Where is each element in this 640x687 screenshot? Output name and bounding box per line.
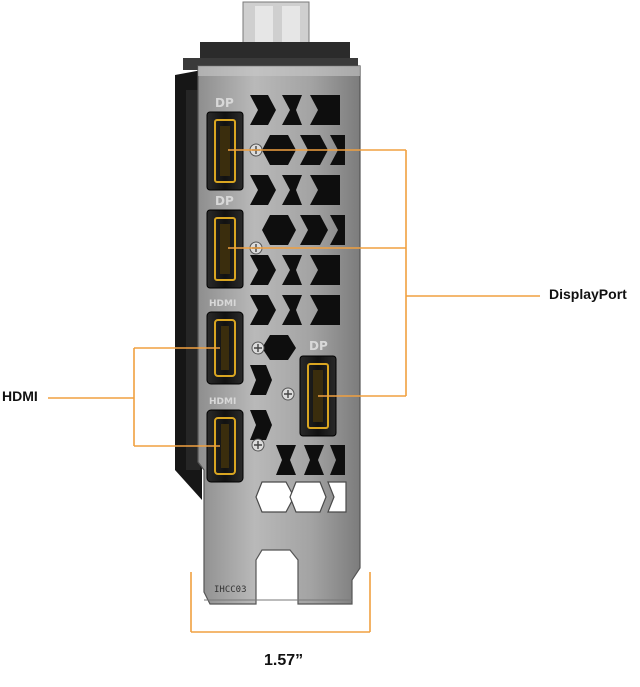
dp-mark-1: DP [215, 96, 234, 110]
hdmi-label: HDMI [2, 388, 38, 404]
displayport-leader-lines [228, 149, 540, 397]
hdmi-leader-lines [48, 347, 220, 447]
lower-vents [255, 481, 347, 513]
top-clip [183, 1, 358, 70]
width-dimension-line [190, 572, 371, 633]
hdmi-mark-2: HDMI [209, 397, 236, 407]
bracket-width-label: 1.57” [264, 652, 304, 669]
hdmi-mark-1: HDMI [209, 299, 236, 309]
hdmi-port-2 [206, 409, 265, 483]
vent-holes [250, 95, 345, 475]
bracket-code: IHCC03 [214, 585, 247, 595]
displayport-label: DisplayPort [549, 286, 627, 302]
dp-mark-2: DP [215, 194, 234, 208]
displayport-1 [206, 111, 263, 191]
card-body [175, 70, 202, 500]
dp-mark-3: DP [309, 339, 328, 353]
